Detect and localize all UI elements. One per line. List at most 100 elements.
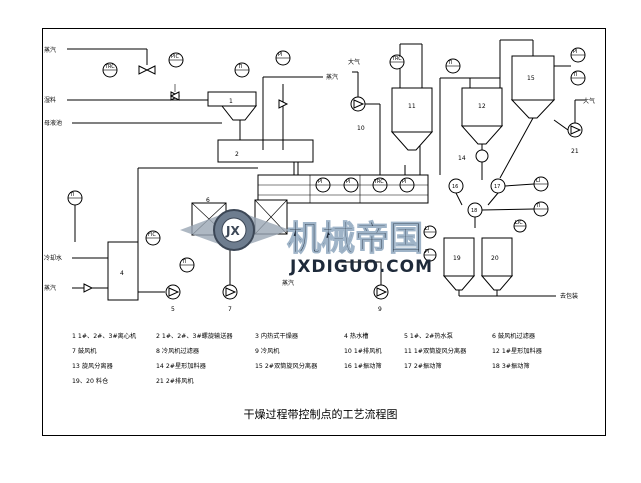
mother-liquor-label: 母液池 [44,119,62,127]
svg-text:LI: LI [536,178,540,184]
storage-bin-19 [442,237,476,291]
instrument-bubble: PI [315,177,331,193]
svg-text:TI: TI [69,192,75,198]
instrument-bubble: LIC [513,219,527,233]
instrument-bubble: TI [67,190,83,206]
cooling-water-label: 冷却水 [44,254,62,262]
watermark-cn: 机械帝国 [287,219,423,259]
hot-steam-label: 蒸汽 [326,73,338,81]
svg-text:TI: TI [181,259,187,265]
unit-number-14: 14 [458,155,466,162]
instrument-bubble: TI [234,62,250,78]
air-outlet-label-a: 大气 [348,58,360,66]
screw-conveyor-2 [217,120,314,163]
legend-entry: 13 旋风分离器 [72,363,113,370]
sieve-signal-line [481,208,535,211]
svg-text:TRC: TRC [373,179,384,185]
cold-air-fan-9 [340,261,389,300]
svg-text:PI: PI [346,179,351,185]
instrument-bubble: PIC [168,52,184,68]
diagram-title: 干燥过程带控制点的工艺流程图 [243,408,398,421]
unit-number-12: 12 [478,103,486,110]
unit-number-5: 5 [171,306,175,313]
instrument-bubble: TI [533,201,549,217]
legend-entry: 19、20 料仓 [72,378,109,385]
unit-number-1: 1 [229,98,233,105]
legend-entry: 14 2#星形加料器 [156,363,206,370]
svg-text:LIC: LIC [515,220,523,226]
svg-text:PI: PI [425,249,430,255]
instrument-bubble: LI [533,176,549,192]
steam-valve [138,65,156,75]
legend-entry: 17 2#振动筛 [404,363,442,370]
svg-text:PI: PI [278,52,283,58]
svg-text:TI: TI [535,203,541,209]
feed-label: 湿料 [44,96,56,104]
mid-steam-label: 蒸汽 [282,279,294,287]
instrument-bubble: TRC [102,62,118,78]
centrifuge-1 [207,91,258,121]
svg-text:PI: PI [402,179,407,185]
legend-entry: 4 热水槽 [344,333,369,340]
legend-entry: 9 冷风机 [255,348,280,355]
diagram-frame [42,28,606,436]
unit-number-9: 9 [378,306,382,313]
cooling-water-line [72,257,108,293]
svg-text:TI: TI [447,60,453,66]
unit-number-19: 19 [453,255,461,262]
unit-number-11: 11 [408,103,416,110]
watermark-logo: JX [180,209,290,251]
hot-steam-line [262,76,323,150]
unit-number-4: 4 [120,270,124,277]
hot-water-tank-4 [107,241,139,301]
product-label: 去包装 [560,292,578,300]
bottom-steam-label: 蒸汽 [44,284,56,292]
unit-number-16: 16 [452,184,458,190]
unit-number-17: 17 [494,184,500,190]
feed-valve [169,84,181,101]
unit-number-2: 2 [235,151,239,158]
instrument-bubble: FIC [145,230,161,246]
svg-text:TI: TI [572,72,578,78]
instrument-bubble: PI [343,177,359,193]
instrument-bubble: TRC [372,177,388,193]
unit-number-20: 20 [491,255,499,262]
vibrating-sieve-18 [467,202,483,228]
hot-water-pump-5 [165,284,181,300]
legend-entry: 8 冷风机过滤器 [156,348,200,355]
cyclone-separator-13 [440,77,504,145]
legend-entry: 12 1#星形加料器 [492,348,542,355]
legend-entry: 11 1#双筒旋风分离器 [404,348,467,355]
rotary-feeder-14 [475,144,489,180]
unit-number-10: 10 [357,125,365,132]
instrument-bubble: PI [399,177,415,193]
legend-entry: 10 1#排风机 [344,348,382,355]
unit-number-15: 15 [527,75,535,82]
vibrating-sieve-17 [487,178,506,206]
unit-number-21: 21 [571,148,579,155]
legend-entry: 1 1#、2#、3#离心机 [72,333,137,340]
unit-number-6: 6 [206,197,210,204]
instrument-bubble: PI [275,50,291,66]
steam-inlet-line [67,48,148,65]
legend-entry: 6 鼓风机过滤器 [492,333,536,340]
product-line [458,290,556,297]
instrument-bubble: TI [179,257,195,273]
air-outlet-label-b: 大气 [583,97,595,105]
svg-text:TI: TI [237,64,243,70]
internal-heating-dryer-3 [257,174,429,204]
instrument-bubble: TRC [389,54,405,70]
instrument-bubble: TI [445,58,461,74]
instrument-bubble: PI [570,47,586,63]
exhaust-fan-10 [350,71,381,175]
svg-text:TRC: TRC [104,64,115,70]
steam-inlet-label: 蒸汽 [44,46,56,54]
blower-7 [222,235,238,300]
legend-entry: 21 2#排风机 [156,378,194,385]
svg-text:PI: PI [318,179,323,185]
vibrating-sieve-16 [448,178,464,206]
instrument-bubble: TI [570,70,586,86]
unit-number-18: 18 [471,208,477,214]
twin-cyclone-separator-11 [390,43,434,151]
